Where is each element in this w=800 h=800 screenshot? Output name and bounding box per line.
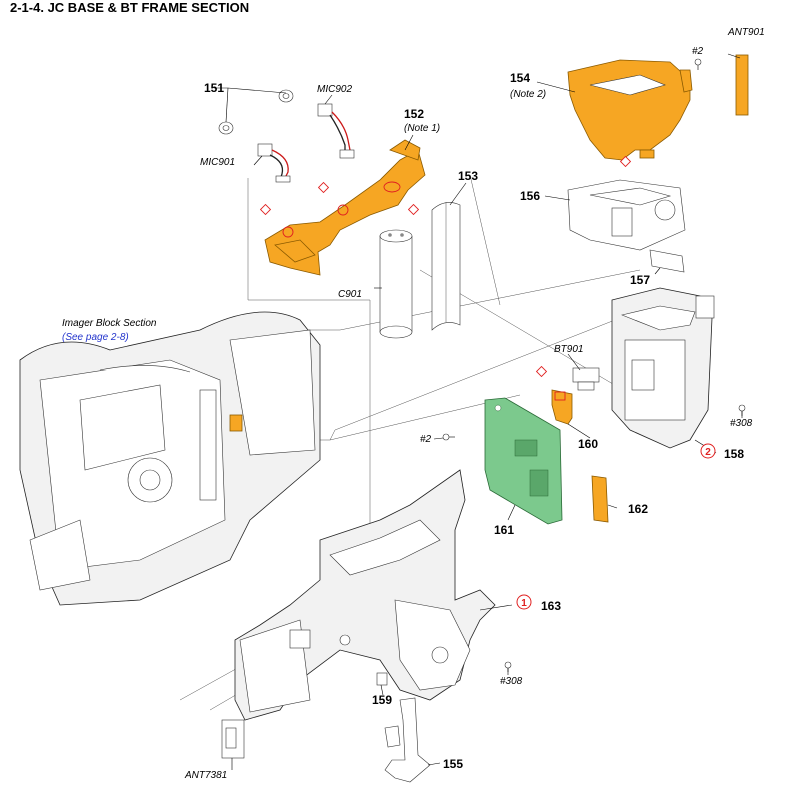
- callout-156: 156: [520, 189, 540, 203]
- marker-1-text: 1: [521, 598, 527, 609]
- screw-marks-152: [259, 181, 420, 216]
- callout-161: 161: [494, 523, 514, 537]
- callout-158: 158: [724, 447, 744, 461]
- ant901: [735, 54, 749, 116]
- callout-155: 155: [443, 757, 463, 771]
- imager-block: [19, 311, 321, 606]
- marker-2-text: 2: [705, 447, 711, 458]
- label-ant7381: ANT7381: [184, 770, 227, 781]
- imager-section-label: Imager Block Section: [62, 318, 157, 329]
- c901-capacitor: [379, 229, 413, 339]
- callout-154: 154: [510, 71, 530, 85]
- callout-160: 160: [578, 437, 598, 451]
- label-mic902: MIC902: [317, 84, 352, 95]
- callout-163: 163: [541, 599, 561, 613]
- screw-2-top: [694, 58, 702, 70]
- ant7381: [221, 719, 245, 759]
- label-screw-2-mid: #2: [420, 434, 432, 445]
- screw-mark-154: [619, 155, 632, 168]
- part-159: [376, 672, 388, 686]
- callout-153: 153: [458, 169, 478, 183]
- label-ant901: ANT901: [727, 27, 765, 38]
- part-160: [535, 365, 573, 425]
- note-154: (Note 2): [510, 89, 546, 100]
- part-151: [214, 87, 294, 135]
- part-154-frame: [567, 59, 693, 161]
- callout-162: 162: [628, 502, 648, 516]
- callout-152: 152: [404, 107, 424, 121]
- marker-1: 1: [516, 594, 532, 610]
- label-screw-308-bottom: #308: [500, 676, 523, 687]
- part-156: [567, 179, 686, 251]
- label-c901: C901: [338, 289, 362, 300]
- callout-157: 157: [630, 273, 650, 287]
- leader-lines: [231, 53, 743, 770]
- callout-151: 151: [204, 81, 224, 95]
- part-162: [591, 475, 609, 523]
- part-163-jc-base: [234, 469, 496, 721]
- part-153-sheet: [431, 202, 461, 331]
- label-bt901: BT901: [554, 344, 583, 355]
- label-screw-308-right: #308: [730, 418, 753, 429]
- note-152: (Note 1): [404, 123, 440, 134]
- imager-section-link[interactable]: (See page 2-8): [62, 332, 129, 343]
- part-157: [649, 249, 685, 273]
- bt901: [572, 367, 600, 391]
- part-158-bt-frame: [611, 287, 715, 449]
- screw-2-mid: [442, 433, 455, 441]
- part-161-board: [484, 397, 563, 525]
- callout-159: 159: [372, 693, 392, 707]
- page-title: 2-1-4. JC BASE & BT FRAME SECTION: [10, 0, 250, 15]
- label-mic901: MIC901: [200, 157, 235, 168]
- mic902: [317, 103, 355, 159]
- marker-2: 2: [700, 443, 716, 459]
- mic901: [257, 143, 291, 183]
- part-155: [384, 697, 431, 783]
- label-screw-2-top: #2: [692, 46, 704, 57]
